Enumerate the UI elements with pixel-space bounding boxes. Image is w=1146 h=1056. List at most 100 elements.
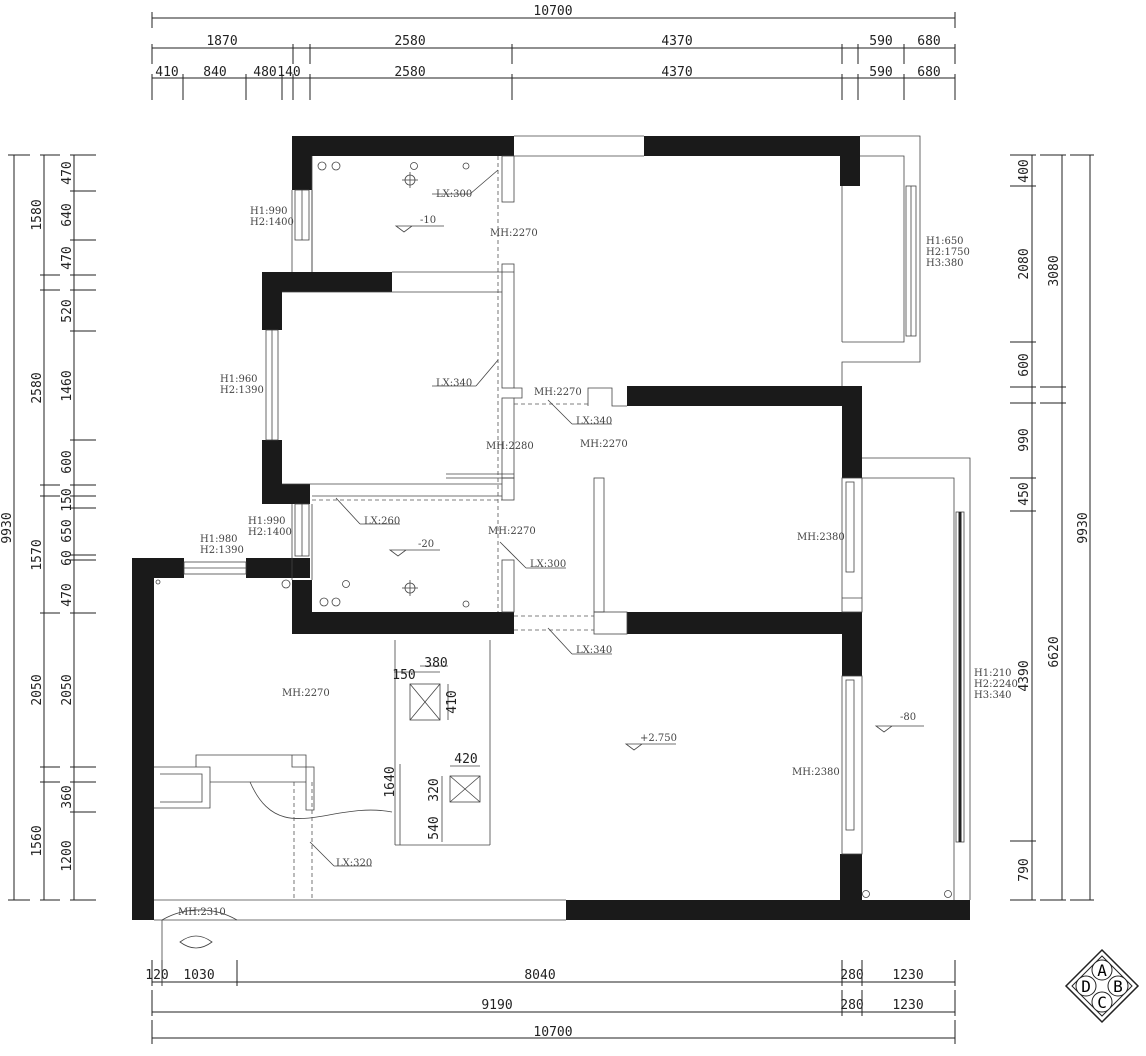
dim-left-1580: 1580 <box>30 199 45 230</box>
dim-bottom-8040: 8040 <box>524 968 555 983</box>
dim-left-470b: 470 <box>60 246 75 269</box>
note-lx-300-top: LX:300 <box>436 189 472 200</box>
left-dimensions: 9930 1580 2580 1570 2050 1560 470 640 47… <box>0 154 96 901</box>
note-level-p2750: +2.750 <box>640 733 677 744</box>
note-level-m20: -20 <box>418 539 434 550</box>
window-label-right-bottom-h3: H3:340 <box>974 690 1012 701</box>
dim-top-4370: 4370 <box>661 34 692 49</box>
dim-island-540: 540 <box>427 816 442 839</box>
note-mh-2380-b: MH:2380 <box>792 767 840 778</box>
dim-island-380: 380 <box>424 656 447 671</box>
dim-left-520: 520 <box>60 299 75 322</box>
walls <box>132 136 970 920</box>
compass-a: A <box>1097 961 1107 980</box>
dim-island-420: 420 <box>454 752 477 767</box>
note-mh-2270-c: MH:2270 <box>580 439 628 450</box>
dim-top-840: 840 <box>203 65 226 80</box>
note-mh-2280: MH:2280 <box>486 441 534 452</box>
window-label-right-top-h1: H1:650 <box>926 236 964 247</box>
dim-left-360: 360 <box>60 785 75 808</box>
dim-bottom-1030: 1030 <box>183 968 214 983</box>
bottom-dimensions: 120 1030 8040 280 1230 9190 280 1230 107… <box>145 960 956 1044</box>
dim-bottom-9190: 9190 <box>481 998 512 1013</box>
dim-right-790: 790 <box>1017 858 1032 881</box>
dim-bottom-120: 120 <box>145 968 168 983</box>
dim-top-680b: 680 <box>917 65 940 80</box>
dim-left-640: 640 <box>60 203 75 226</box>
dim-left-470a: 470 <box>60 161 75 184</box>
note-mh-2270-a: MH:2270 <box>490 228 538 239</box>
dim-right-4390: 4390 <box>1017 660 1032 691</box>
compass-b: B <box>1113 977 1123 996</box>
window-label-right-top-h2: H2:1750 <box>926 247 970 258</box>
window-label-right-bottom-h1: H1:210 <box>974 668 1012 679</box>
dim-left-1560: 1560 <box>30 825 45 856</box>
partitions <box>154 135 971 986</box>
dim-right-450: 450 <box>1017 482 1032 505</box>
dim-left-2050: 2050 <box>30 674 45 705</box>
dim-right-6620: 6620 <box>1047 636 1062 667</box>
dim-left-1200: 1200 <box>60 840 75 871</box>
compass-d: D <box>1081 977 1091 996</box>
window-label-right-top-h3: H3:380 <box>926 258 964 269</box>
dim-right-3080: 3080 <box>1047 255 1062 286</box>
compass-icon: A B C D <box>1064 948 1140 1024</box>
dim-left-150: 150 <box>60 488 75 511</box>
dim-island-320: 320 <box>427 778 442 801</box>
dim-top-140: 140 <box>277 65 300 80</box>
dim-bottom-1230: 1230 <box>892 968 923 983</box>
window-label-left-h1: H1:960 <box>220 374 258 385</box>
window-label-left-h2: H2:1390 <box>220 385 264 396</box>
dim-bottom-280: 280 <box>840 968 863 983</box>
fixtures <box>155 161 952 898</box>
dim-island-150: 150 <box>392 668 415 683</box>
note-lx-340-b: LX:340 <box>576 416 612 427</box>
note-mh-2310: MH:2310 <box>178 907 226 918</box>
right-dimensions: 400 2080 600 990 450 4390 790 3080 6620 … <box>1010 154 1094 901</box>
dim-left-600: 600 <box>60 450 75 473</box>
note-level-m80: -80 <box>900 712 916 723</box>
dim-left-2050b: 2050 <box>60 674 75 705</box>
dim-top-2580: 2580 <box>394 34 425 49</box>
dim-bottom-total: 10700 <box>533 1025 572 1040</box>
top-dimensions: 10700 1870 2580 4370 590 680 410 840 480… <box>151 4 956 100</box>
dim-top-2580b: 2580 <box>394 65 425 80</box>
dim-right-total: 9930 <box>1076 512 1091 543</box>
dim-left-2580: 2580 <box>30 372 45 403</box>
dim-left-470c: 470 <box>60 583 75 606</box>
dim-island-1640: 1640 <box>383 766 398 797</box>
annotations: LX:300 -10 MH:2270 LX:340 MH:2270 LX:340… <box>178 189 916 918</box>
dim-left-60: 60 <box>60 550 75 566</box>
dim-top-4370b: 4370 <box>661 65 692 80</box>
window-label-bottom-h1: H1:980 <box>200 534 238 545</box>
dim-bottom-280b: 280 <box>840 998 863 1013</box>
note-mh-2270-living: MH:2270 <box>282 688 330 699</box>
dim-top-480: 480 <box>253 65 276 80</box>
note-mh-2270-b: MH:2270 <box>534 387 582 398</box>
note-lx-260: LX:260 <box>364 516 400 527</box>
dim-right-990: 990 <box>1017 428 1032 451</box>
dim-bottom-1230b: 1230 <box>892 998 923 1013</box>
note-lx-340-c: LX:340 <box>576 645 612 656</box>
window-label-top-h2: H2:1400 <box>250 217 294 228</box>
dim-left-1570: 1570 <box>30 539 45 570</box>
window-labels: H1:990 H2:1400 H1:960 H2:1390 H1:990 H2:… <box>200 206 1018 701</box>
dim-right-400: 400 <box>1017 159 1032 182</box>
dim-left-total: 9930 <box>0 512 15 543</box>
dim-top-590: 590 <box>869 34 892 49</box>
window-label-bottom-h2: H2:1390 <box>200 545 244 556</box>
dashed-lines <box>293 156 594 900</box>
dim-left-1460: 1460 <box>60 370 75 401</box>
note-mh-2270-d: MH:2270 <box>488 526 536 537</box>
window-label-top-h1: H1:990 <box>250 206 288 217</box>
dim-top-410: 410 <box>155 65 178 80</box>
dimension-island: 150 380 410 420 320 540 1640 <box>383 656 478 840</box>
note-lx-320: LX:320 <box>336 858 372 869</box>
dim-left-650: 650 <box>60 519 75 542</box>
note-level-m10: -10 <box>420 215 436 226</box>
note-mh-2380-a: MH:2380 <box>797 532 845 543</box>
note-lx-340-a: LX:340 <box>436 378 472 389</box>
dim-top-590b: 590 <box>869 65 892 80</box>
dim-top-total: 10700 <box>533 4 572 19</box>
